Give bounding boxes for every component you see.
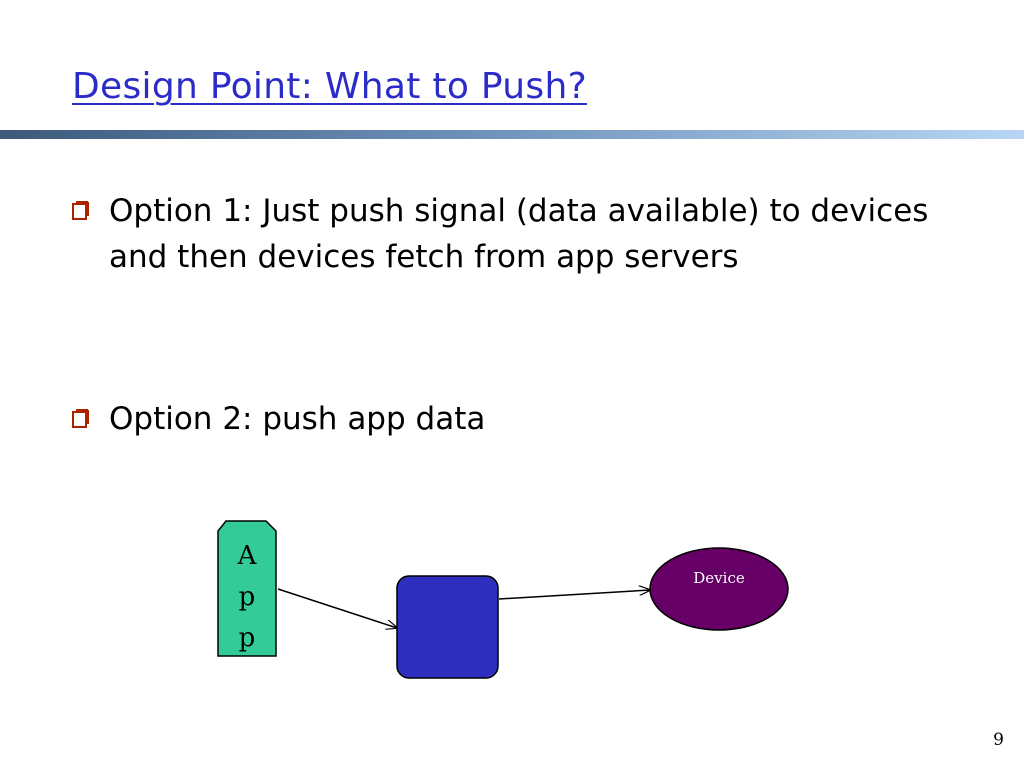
page-number: 9 [993,730,1004,750]
title-divider-bar [0,130,1024,139]
bullet-box-icon [72,201,89,220]
arrow-app-to-push-server [277,588,397,628]
bullet-option-2: Option 2: push app data [72,396,972,442]
push-server-node [396,575,499,679]
device-node: Device [649,547,789,631]
app-label-letter: p [239,623,256,653]
app-server-node: A p p [217,520,277,657]
bullet-text: Option 1: Just push signal (data availab… [109,193,929,275]
bullet-option-1: Option 1: Just push signal (data availab… [72,188,972,280]
bullet-box-icon [72,409,89,428]
device-label: Device [693,569,745,587]
app-label-letter: p [239,582,256,612]
app-label-letter: A [237,541,258,571]
bullet-text: Option 2: push app data [109,401,486,437]
arrow-push-server-to-device [498,590,650,600]
slide-title: Design Point: What to Push? [72,66,587,107]
